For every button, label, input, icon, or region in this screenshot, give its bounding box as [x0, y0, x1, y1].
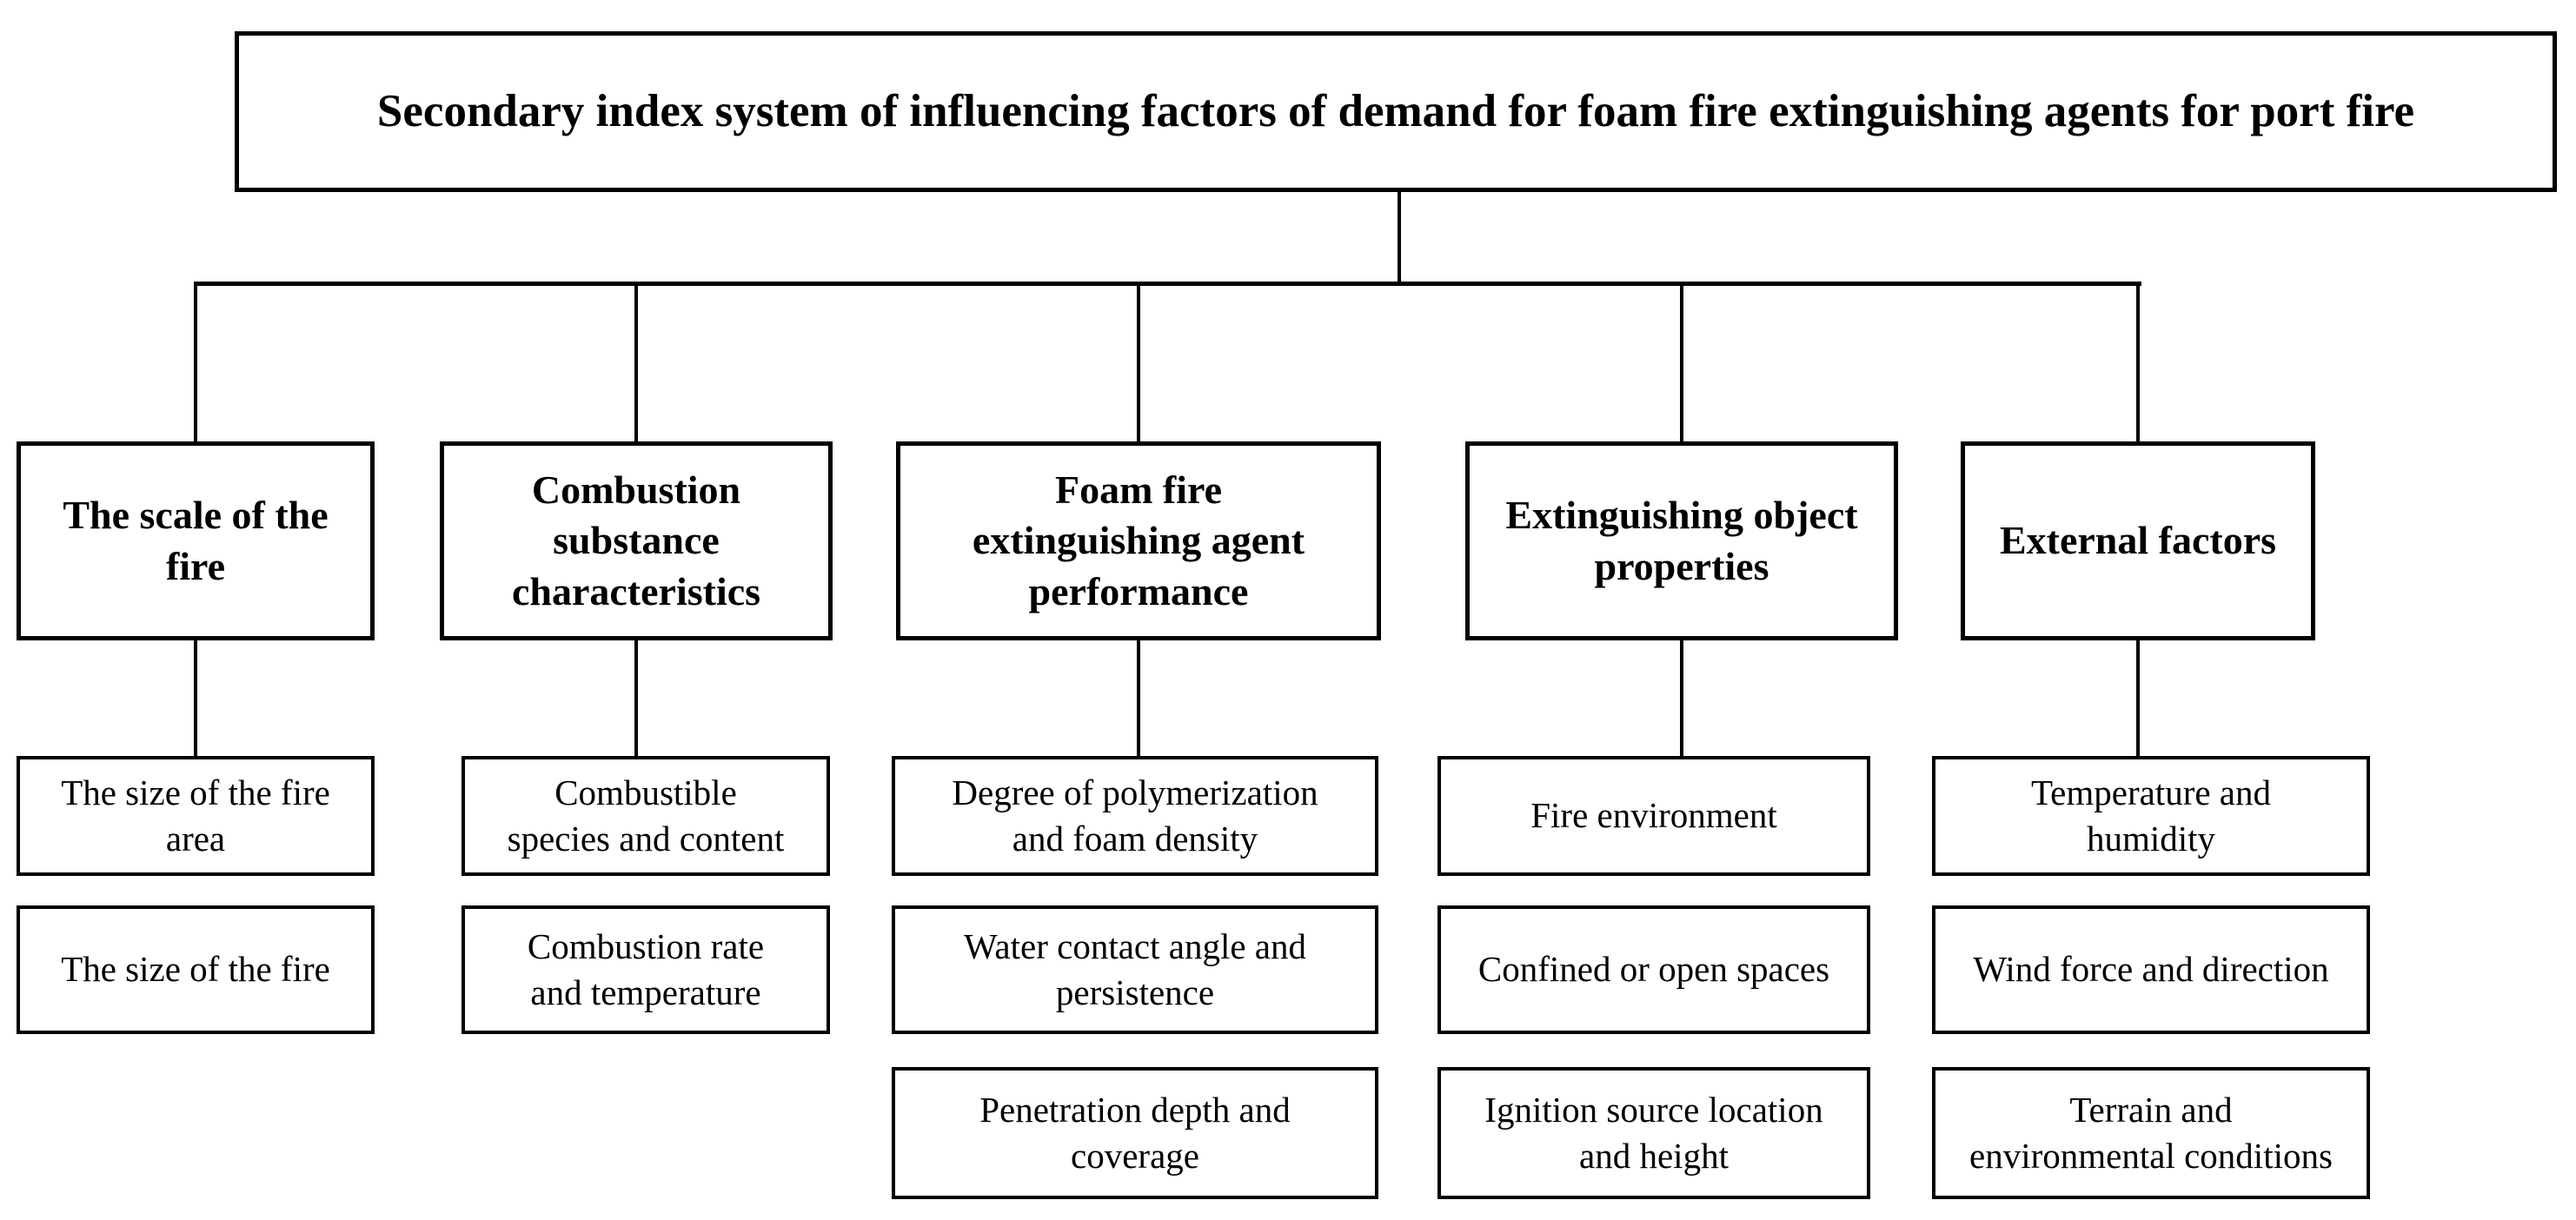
root-title-box: Secondary index system of influencing fa… [235, 31, 2557, 192]
connector-drop-3 [1137, 283, 1140, 441]
connector-child-5 [2136, 640, 2140, 756]
leaf-label: Wind force and direction [1973, 949, 2329, 990]
leaf-box-fire-environment: Fire environment [1437, 756, 1870, 876]
category-box-extinguishing-object: Extinguishing object properties [1465, 441, 1898, 640]
leaf-box-size-of-fire: The size of the fire [17, 905, 375, 1034]
category-box-scale-of-fire: The scale of the fire [17, 441, 375, 640]
leaf-label: Fire environment [1530, 795, 1777, 836]
leaf-box-size-of-fire-area: The size of the fire area [17, 756, 375, 876]
leaf-box-penetration-depth: Penetration depth and coverage [892, 1067, 1378, 1199]
leaf-label: Combustion rate and temperature [527, 925, 765, 1012]
root-title-label: Secondary index system of influencing fa… [376, 85, 2415, 136]
connector-drop-4 [1680, 283, 1683, 441]
leaf-label: Temperature and humidity [2030, 772, 2271, 859]
category-box-combustion-substance: Combustion substance characteristics [440, 441, 833, 640]
category-label: External factors [1999, 518, 2277, 563]
category-box-foam-agent-performance: Foam fire extinguishing agent performanc… [896, 441, 1381, 640]
category-label: The scale of the fire [63, 493, 329, 588]
leaf-label: Degree of polymerization and foam densit… [952, 772, 1318, 859]
category-box-external-factors: External factors [1961, 441, 2315, 640]
connector-drop-2 [634, 283, 638, 441]
leaf-label: Water contact angle and persistence [964, 925, 1306, 1012]
leaf-box-confined-open-spaces: Confined or open spaces [1437, 905, 1870, 1034]
category-label: Extinguishing object properties [1505, 493, 1858, 588]
leaf-box-combustion-rate: Combustion rate and temperature [461, 905, 830, 1034]
leaf-label: The size of the fire area [61, 772, 330, 859]
leaf-box-temperature-humidity: Temperature and humidity [1932, 756, 2370, 876]
connector-rail [194, 282, 2141, 286]
leaf-label: Penetration depth and coverage [979, 1089, 1291, 1176]
connector-child-3 [1137, 640, 1140, 756]
leaf-box-terrain-environment: Terrain and environmental conditions [1932, 1067, 2370, 1199]
leaf-label: The size of the fire [61, 949, 330, 990]
connector-drop-1 [194, 283, 197, 441]
leaf-label: Terrain and environmental conditions [1969, 1089, 2333, 1176]
leaf-label: Combustible species and content [507, 772, 785, 859]
leaf-label: Confined or open spaces [1477, 949, 1830, 990]
leaf-label: Ignition source location and height [1484, 1089, 1823, 1176]
connector-child-2 [634, 640, 638, 756]
connector-child-4 [1680, 640, 1683, 756]
leaf-box-combustible-species: Combustible species and content [461, 756, 830, 876]
category-label: Foam fire extinguishing agent performanc… [972, 467, 1305, 613]
leaf-box-polymerization-density: Degree of polymerization and foam densit… [892, 756, 1378, 876]
connector-drop-5 [2136, 283, 2140, 441]
connector-child-1 [194, 640, 197, 756]
leaf-box-water-contact-angle: Water contact angle and persistence [892, 905, 1378, 1034]
category-label: Combustion substance characteristics [511, 467, 761, 613]
connector-root-stem [1398, 192, 1401, 283]
leaf-box-ignition-source: Ignition source location and height [1437, 1067, 1870, 1199]
leaf-box-wind-force-direction: Wind force and direction [1932, 905, 2370, 1034]
